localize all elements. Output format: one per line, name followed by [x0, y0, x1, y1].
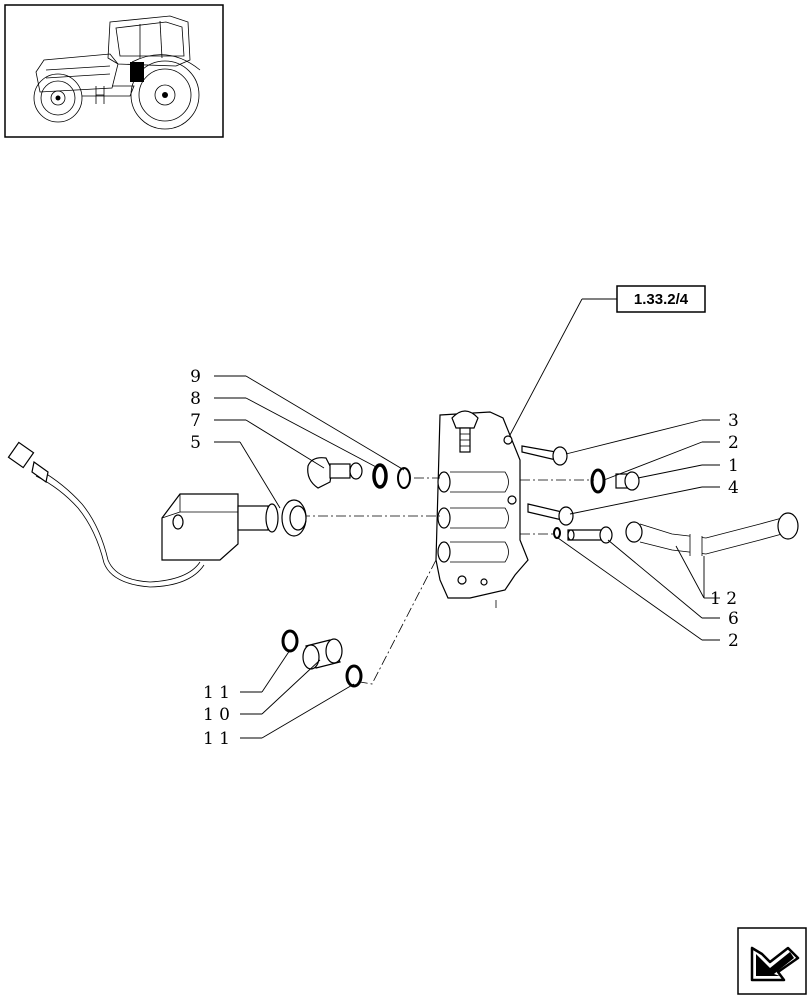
ring-part-8 — [372, 463, 388, 489]
callout-1: 1 — [728, 456, 739, 476]
callout-10: 1 0 — [203, 705, 230, 725]
reference-leader-diagonal — [509, 298, 583, 436]
callout-2-upper: 2 — [728, 433, 739, 453]
callout-12: 1 2 — [710, 589, 737, 609]
reference-box[interactable]: 1.33.2/4 — [616, 285, 706, 313]
plug-part-1 — [615, 471, 640, 491]
ring-part-9 — [397, 467, 411, 489]
callout-4: 4 — [728, 478, 739, 498]
o-ring-part-2-lower — [553, 527, 561, 539]
ring-part-11-upper — [281, 629, 299, 653]
callout-11-lower: 1 1 — [203, 729, 230, 749]
bolt-part-3 — [521, 445, 568, 466]
callout-8: 8 — [190, 389, 201, 409]
centerline-lower — [359, 559, 437, 685]
tractor-thumbnail — [4, 4, 224, 138]
callout-5: 5 — [190, 433, 201, 453]
ring-part-11-lower — [345, 664, 363, 688]
callout-7: 7 — [190, 411, 201, 431]
callout-11-upper: 1 1 — [203, 683, 230, 703]
o-ring-part-2-upper — [590, 468, 606, 494]
reference-box-label: 1.33.2/4 — [634, 291, 689, 308]
leader-lines — [214, 375, 720, 739]
callout-6: 6 — [728, 609, 739, 629]
solenoid-wire — [7, 441, 205, 588]
next-page-arrow-icon[interactable] — [737, 927, 807, 995]
solenoid-part-5 — [161, 493, 307, 561]
callout-2-lower: 2 — [728, 631, 739, 651]
callout-9: 9 — [190, 367, 201, 387]
valve-body — [435, 410, 529, 608]
callout-3: 3 — [728, 411, 739, 431]
adapter-part-7 — [307, 457, 363, 489]
bolt-part-4 — [527, 503, 574, 526]
pipe-part-12 — [625, 512, 799, 558]
plug-part-10 — [302, 638, 343, 670]
fitting-part-6 — [567, 526, 613, 544]
